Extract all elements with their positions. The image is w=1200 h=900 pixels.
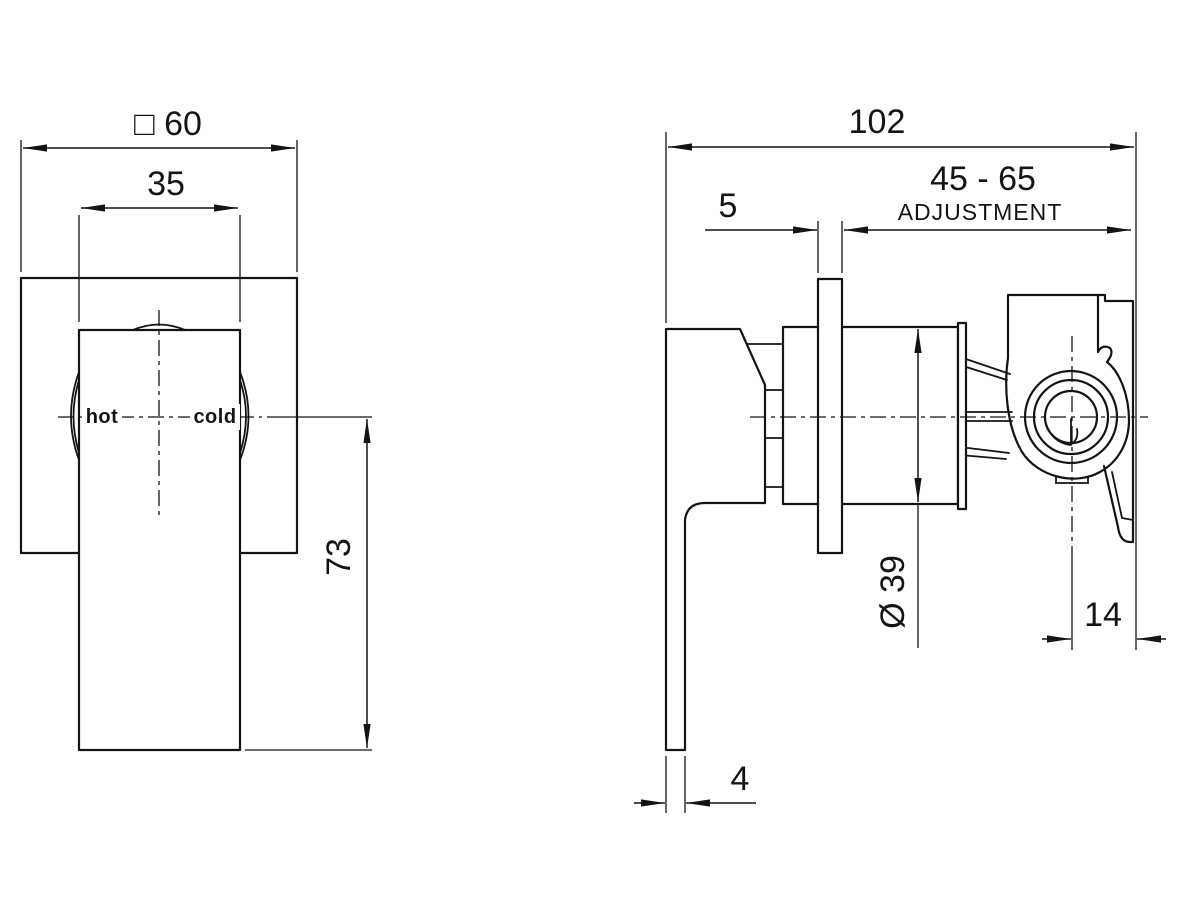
outlet-offset-label: 14 [1084,596,1122,634]
body-leg-outer [1102,464,1135,544]
dimension-adjustment: 45 - 65 ADJUSTMENT [844,160,1131,234]
handle-width-label: 35 [147,165,185,203]
body-scroll-outline [1005,356,1131,480]
side-cartridge-flange [956,321,968,511]
handle-height-label: 73 [320,538,358,576]
outlet-cam-detail [1045,418,1079,446]
adjustment-range-label: 45 - 65 [930,160,1036,198]
plate-width-label: □ 60 [134,105,202,143]
front-view: hot cold □ 60 35 73 [19,105,372,752]
adjustment-caption-label: ADJUSTMENT [898,199,1063,225]
dimension-plate-width: □ 60 [20,105,298,272]
body-curl-hook [1096,293,1113,364]
side-valve-body [1005,293,1135,544]
side-wall-plate [816,277,844,555]
side-handle-lever [664,327,767,752]
dimension-handle-width: 35 [78,165,241,322]
body-bottom-tab [1055,476,1089,484]
dimension-handle-height: 73 [245,416,372,751]
hot-label: hot [86,406,119,428]
dimension-overall-depth: 102 [665,103,1137,650]
front-escutcheon-arc-right-outer [239,371,250,461]
dimension-outlet-offset: 14 [1042,555,1166,650]
dimension-lever-thickness: 4 [634,756,756,813]
side-view: 102 45 - 65 ADJUSTMENT 5 Ø 39 14 [634,103,1166,813]
body-top-block [1006,293,1135,543]
body-leg-inner [1111,471,1134,521]
dimension-cartridge-diameter: Ø 39 [874,329,922,648]
cartridge-diameter-label: Ø 39 [874,555,912,629]
cold-label-mask [190,404,240,430]
plate-thickness-label: 5 [719,187,738,225]
front-escutcheon-arc-left-inner [72,379,80,454]
cold-label: cold [193,406,236,428]
side-cartridge-body [781,325,960,506]
lever-thickness-label: 4 [731,760,750,798]
side-connection-pipes [959,356,1013,460]
hot-label-mask [82,404,122,430]
dimension-plate-thickness: 5 [705,187,843,273]
front-escutcheon-arc-left-outer [70,371,80,461]
overall-depth-label: 102 [849,103,906,141]
front-escutcheon-arc-right-inner [239,379,247,454]
side-handle-neck [746,343,784,488]
